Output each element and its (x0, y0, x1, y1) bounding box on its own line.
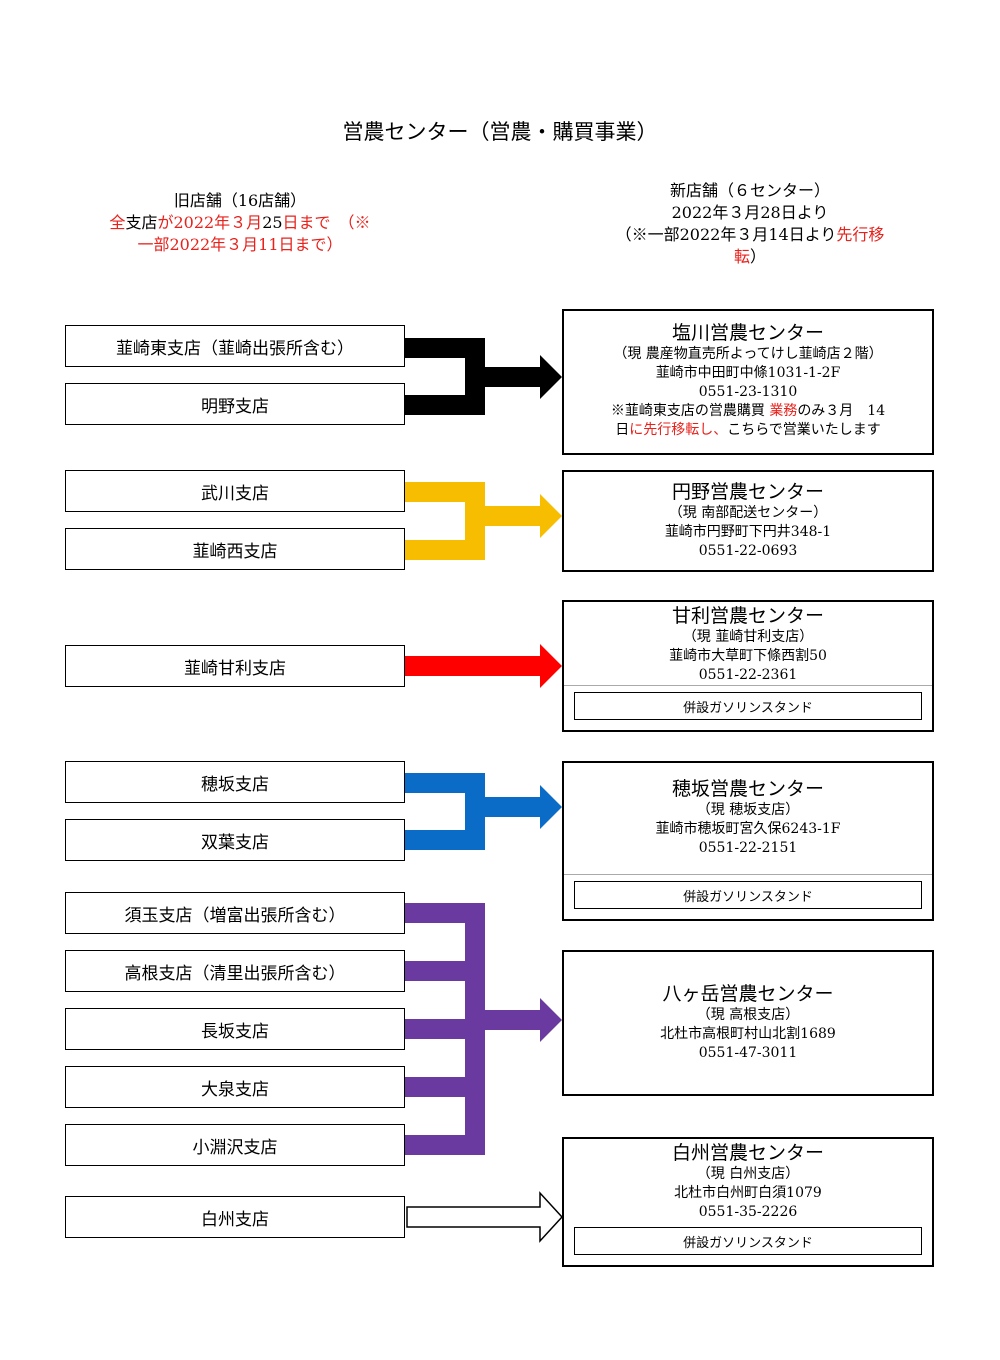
center-address: 韮崎市円野町下円井348-1 (664, 524, 832, 540)
center-current: （現 南部配送センター） (668, 505, 828, 521)
old-store-hosaka: 穂坂支店 (65, 761, 405, 803)
new-header-line2: 2022年３月28日より (671, 203, 829, 222)
new-header-line4: 転） (733, 247, 767, 266)
center-current: （現 高根支店） (696, 1007, 800, 1023)
gas-station-section: 併設ガソリンスタンド (564, 685, 932, 730)
center-name: 白州営農センター (671, 1142, 824, 1164)
arrow-group-madokano (405, 482, 562, 560)
new-stores-header: 新店舗（６センター） 2022年３月28日より （※一部2022年３月14日より… (580, 180, 920, 268)
new-header-line1: 新店舗（６センター） (669, 181, 830, 200)
center-current: （現 穂坂支店） (696, 802, 800, 818)
center-phone: 0551-23-1310 (698, 384, 798, 400)
center-note-line2: 日に先行移転し、こちらで営業いたします (615, 422, 881, 438)
old-store-nagasaka: 長坂支店 (65, 1008, 405, 1050)
center-shiokawa: 塩川営農センター （現 農産物直売所よってけし韮崎店２階） 韮崎市中田町中條10… (562, 309, 934, 455)
old-header-line1: 旧店舗（16店舗） (173, 191, 307, 210)
arrow-group-shiokawa (405, 338, 562, 415)
center-name: 円野営農センター (671, 481, 824, 503)
center-name: 穂坂営農センター (671, 778, 824, 800)
old-header-line2: 全支店が2022年３月25日まで （※ (109, 213, 371, 232)
old-store-hakushu: 白州支店 (65, 1196, 405, 1238)
arrow-group-hosaka (405, 773, 562, 850)
center-hosaka: 穂坂営農センター （現 穂坂支店） 韮崎市穂坂町宮久保6243-1F 0551-… (562, 761, 934, 921)
gas-station-label: 併設ガソリンスタンド (574, 881, 922, 909)
gas-station-section: 併設ガソリンスタンド (564, 874, 932, 919)
new-header-line3: （※一部2022年３月14日より先行移 (615, 225, 885, 244)
old-store-nirasaki-amari: 韮崎甘利支店 (65, 645, 405, 687)
center-name: 甘利営農センター (671, 605, 824, 627)
center-phone: 0551-22-0693 (698, 543, 798, 559)
center-hakushu: 白州営農センター （現 白州支店） 北杜市白州町白須1079 0551-35-2… (562, 1137, 934, 1267)
center-phone: 0551-22-2361 (698, 667, 798, 683)
old-store-akeno: 明野支店 (65, 383, 405, 425)
center-phone: 0551-35-2226 (698, 1204, 798, 1220)
old-store-takane: 高根支店（清里出張所含む） (65, 950, 405, 992)
center-address: 北杜市高根町村山北割1689 (660, 1026, 836, 1042)
center-madokano: 円野営農センター （現 南部配送センター） 韮崎市円野町下円井348-1 055… (562, 470, 934, 572)
arrow-group-amari (405, 644, 562, 688)
old-store-kobuchizawa: 小淵沢支店 (65, 1124, 405, 1166)
arrow-group-hakushu (406, 1191, 564, 1243)
center-address: 韮崎市大草町下條西割50 (669, 648, 827, 664)
center-amari: 甘利営農センター （現 韮崎甘利支店） 韮崎市大草町下條西割50 0551-22… (562, 600, 934, 732)
gas-station-section: 併設ガソリンスタンド (564, 1221, 932, 1265)
center-name: 塩川営農センター (671, 322, 824, 344)
center-phone: 0551-47-3011 (698, 1045, 798, 1061)
center-name: 八ヶ岳営農センター (662, 983, 834, 1005)
center-phone: 0551-22-2151 (698, 840, 798, 856)
old-store-oizumi: 大泉支店 (65, 1066, 405, 1108)
center-yatsugatake: 八ヶ岳営農センター （現 高根支店） 北杜市高根町村山北割1689 0551-4… (562, 950, 934, 1096)
old-store-nirasaki-higashi: 韮崎東支店（韮崎出張所含む） (65, 325, 405, 367)
center-address: 韮崎市穂坂町宮久保6243-1F (655, 821, 841, 837)
old-store-sudama: 須玉支店（増富出張所含む） (65, 892, 405, 934)
old-store-futaba: 双葉支店 (65, 819, 405, 861)
center-current: （現 白州支店） (696, 1166, 800, 1182)
arrow-group-yatsugatake (405, 903, 562, 1155)
center-current: （現 韮崎甘利支店） (682, 629, 814, 645)
center-current: （現 農産物直売所よってけし韮崎店２階） (613, 346, 883, 362)
old-store-mukawa: 武川支店 (65, 470, 405, 512)
old-store-nirasaki-nishi: 韮崎西支店 (65, 528, 405, 570)
gas-station-label: 併設ガソリンスタンド (574, 692, 922, 720)
old-header-line3: 一部2022年３月11日まで） (137, 235, 343, 254)
old-stores-header: 旧店舗（16店舗） 全支店が2022年３月25日まで （※ 一部2022年３月1… (70, 190, 410, 256)
center-note-line1: ※韮崎東支店の営農購買 業務のみ３月 14 (610, 403, 886, 419)
page-title: 営農センター（営農・購買事業） (342, 120, 658, 144)
gas-station-label: 併設ガソリンスタンド (574, 1227, 922, 1255)
center-address: 北杜市白州町白須1079 (674, 1185, 822, 1201)
center-address: 韮崎市中田町中條1031-1-2F (655, 365, 841, 381)
